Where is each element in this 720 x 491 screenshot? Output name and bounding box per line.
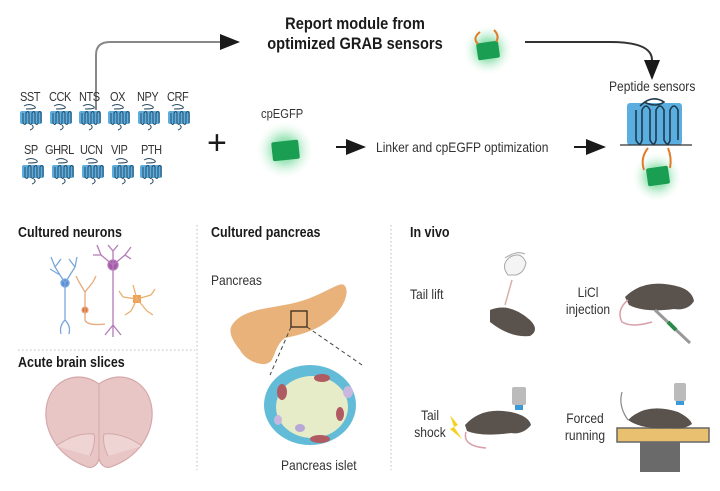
section-title-cultured-pancreas: Cultured pancreas [211, 225, 321, 241]
cpegfp-label: cpEGFP [261, 106, 304, 121]
tail-shock-illustration [450, 387, 531, 449]
peptide-sensor-icon [620, 98, 692, 203]
receptor-label: GHRL [45, 143, 74, 157]
brain-slice-illustration [45, 376, 153, 469]
top-left-arrow [95, 34, 240, 110]
receptor-icon [139, 158, 163, 185]
receptor-icon [111, 158, 135, 185]
tail-lift-illustration [490, 252, 535, 337]
forced-running-label: Forced running [559, 410, 611, 444]
tail-shock-line1: Tail [420, 407, 440, 423]
receptor-icon [51, 158, 75, 185]
receptor-label: SST [20, 90, 41, 104]
peptide-sensors-label: Peptide sensors [609, 78, 696, 94]
receptor-icon [107, 104, 131, 131]
tail-shock-line2: shock [414, 424, 446, 440]
module-title-line2: optimized GRAB sensors [267, 34, 443, 53]
section-title-cultured-neurons: Cultured neurons [18, 225, 122, 241]
neurons-illustration [49, 244, 156, 337]
pancreas-islet-label: Pancreas islet [281, 457, 357, 473]
module-title: Report module from optimized GRAB sensor… [256, 14, 454, 54]
forced-line2: running [564, 427, 606, 443]
receptor-icon [78, 104, 102, 131]
receptor-icon [21, 158, 45, 185]
pancreas-zoom-box [290, 310, 308, 328]
licl-line2: injection [565, 301, 611, 317]
pancreas-label: Pancreas [211, 272, 262, 288]
receptor-label: OX [110, 90, 126, 104]
receptor-label: NTS [79, 90, 100, 104]
receptor-label: VIP [111, 143, 128, 157]
receptor-icon [81, 158, 105, 185]
pancreas-islet-illustration [264, 365, 356, 445]
receptor-icon [167, 104, 191, 131]
licl-injection-illustration [619, 283, 694, 345]
tail-shock-label: Tail shock [411, 407, 449, 441]
licl-line1: LiCl [577, 284, 599, 300]
top-right-arrow [525, 41, 660, 80]
receptor-icon [49, 104, 73, 131]
receptor-icon [137, 104, 161, 131]
receptor-label: NPY [137, 90, 159, 104]
forced-running-illustration [616, 383, 710, 472]
module-title-line1: Report module from [285, 14, 425, 33]
section-title-acute-brain-slices: Acute brain slices [18, 355, 125, 371]
receptor-label: PTH [141, 143, 162, 157]
tail-lift-label: Tail lift [410, 286, 444, 302]
cpegfp-icon [271, 139, 300, 162]
receptor-label: UCN [80, 143, 103, 157]
optimization-step-label: Linker and cpEGFP optimization [376, 139, 549, 155]
receptor-label: SP [24, 143, 38, 157]
licl-injection-label: LiCl injection [562, 284, 614, 318]
pancreas-illustration [230, 284, 363, 376]
receptor-label: CRF [167, 90, 189, 104]
receptor-label: CCK [49, 90, 71, 104]
lightning-icon [450, 415, 462, 439]
section-title-in-vivo: In vivo [410, 225, 450, 241]
forced-line1: Forced [566, 410, 604, 426]
module-gfp-icon [476, 40, 500, 61]
receptor-icon [19, 104, 43, 131]
plus-symbol: + [207, 124, 227, 162]
